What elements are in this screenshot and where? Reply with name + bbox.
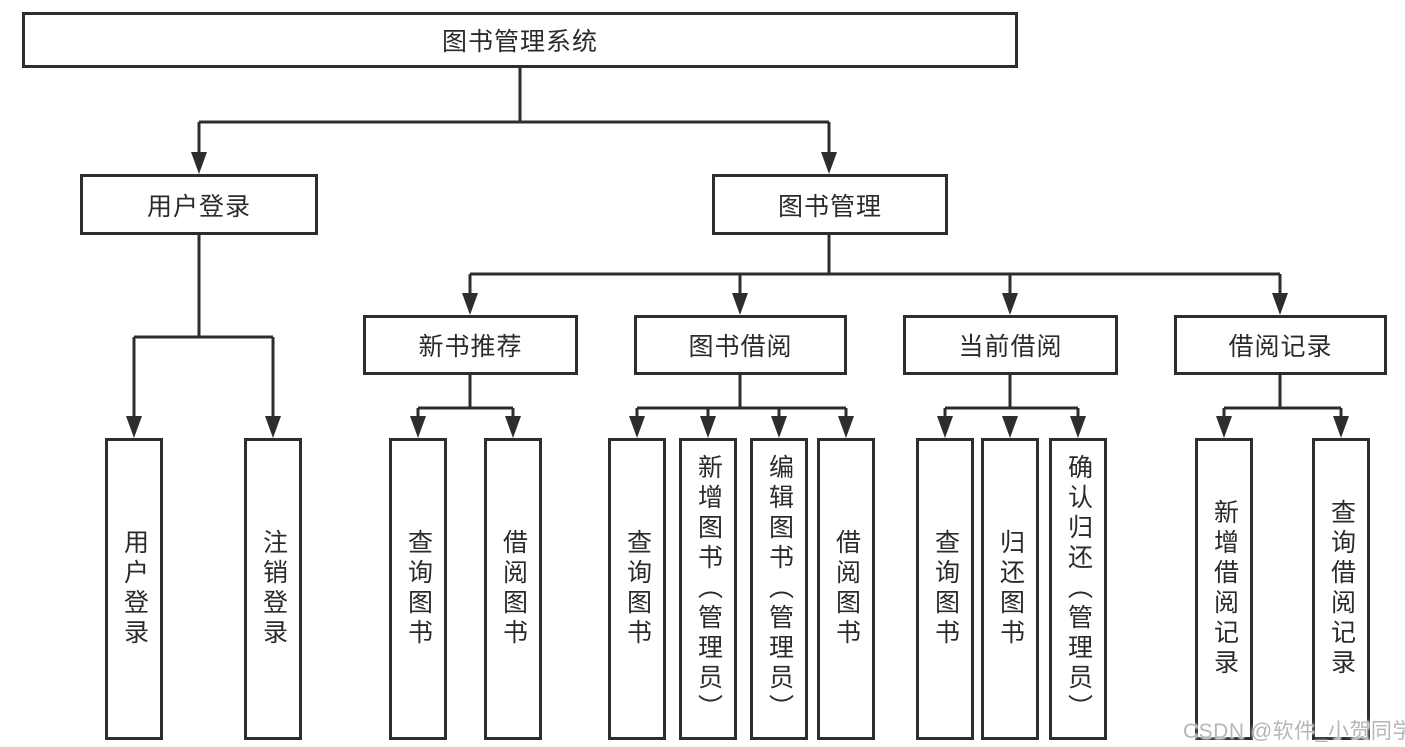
node-user-login-module: 用户登录 bbox=[80, 174, 318, 235]
node-label: 查询图书 bbox=[623, 529, 652, 649]
node-leaf-return-books: 归还图书 bbox=[981, 438, 1039, 740]
node-label: 借阅图书 bbox=[832, 529, 861, 649]
node-label: 查询图书 bbox=[404, 529, 433, 649]
node-borrow-records: 借阅记录 bbox=[1174, 315, 1387, 375]
node-label: 确认归还（管理员） bbox=[1064, 454, 1093, 724]
node-current-borrow: 当前借阅 bbox=[903, 315, 1118, 375]
node-label: 图书管理 bbox=[777, 192, 882, 221]
node-new-book-recommend: 新书推荐 bbox=[363, 315, 578, 375]
node-leaf-add-books-admin: 新增图书（管理员） bbox=[679, 438, 737, 740]
node-label: 图书管理系统 bbox=[441, 28, 598, 56]
node-leaf-edit-books-admin: 编辑图书（管理员） bbox=[750, 438, 808, 740]
node-leaf-query-books-current: 查询图书 bbox=[916, 438, 974, 740]
node-label: 新书推荐 bbox=[418, 333, 523, 361]
node-label: 注销登录 bbox=[259, 529, 288, 649]
node-label: 归还图书 bbox=[996, 529, 1025, 649]
watermark: CSDN @软件_小贺同学 bbox=[1183, 720, 1405, 743]
node-leaf-borrow-books: 借阅图书 bbox=[817, 438, 875, 740]
node-label: 用户登录 bbox=[146, 192, 251, 221]
node-label: 借阅图书 bbox=[499, 529, 528, 649]
node-label: 新增图书（管理员） bbox=[694, 454, 723, 724]
node-label: 用户登录 bbox=[120, 529, 149, 649]
node-leaf-query-borrow-record: 查询借阅记录 bbox=[1312, 438, 1370, 740]
node-book-management-module: 图书管理 bbox=[712, 174, 948, 235]
node-leaf-user-login: 用户登录 bbox=[105, 438, 163, 740]
node-label: 当前借阅 bbox=[958, 333, 1063, 361]
node-leaf-logout: 注销登录 bbox=[244, 438, 302, 740]
node-label: 编辑图书（管理员） bbox=[765, 454, 794, 724]
node-leaf-add-borrow-record: 新增借阅记录 bbox=[1195, 438, 1253, 740]
node-label: 新增借阅记录 bbox=[1210, 499, 1239, 679]
node-leaf-query-books-recommend: 查询图书 bbox=[389, 438, 447, 740]
node-label: 图书借阅 bbox=[688, 333, 793, 361]
node-leaf-query-books-borrow: 查询图书 bbox=[608, 438, 666, 740]
node-label: 查询借阅记录 bbox=[1327, 499, 1356, 679]
node-book-borrow: 图书借阅 bbox=[634, 315, 847, 375]
node-leaf-confirm-return-admin: 确认归还（管理员） bbox=[1049, 438, 1107, 740]
node-root-system: 图书管理系统 bbox=[22, 12, 1018, 68]
node-label: 查询图书 bbox=[931, 529, 960, 649]
node-leaf-borrow-books-recommend: 借阅图书 bbox=[484, 438, 542, 740]
node-label: 借阅记录 bbox=[1228, 333, 1333, 361]
